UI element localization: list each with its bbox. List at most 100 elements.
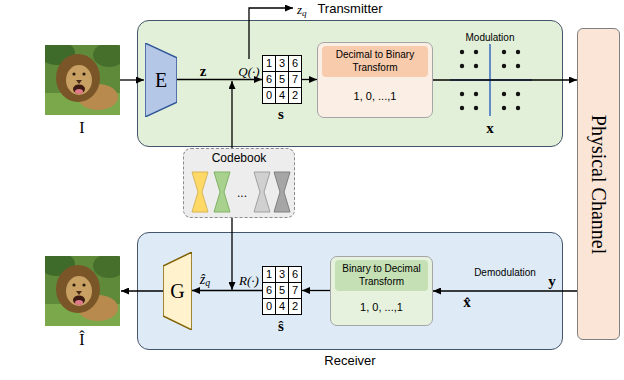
- panel-title: Transmitter: [137, 1, 563, 17]
- input-arrow: [120, 79, 144, 80]
- matrix-cell: 5: [276, 72, 289, 88]
- constellation-point: [474, 106, 478, 110]
- transform-title: Binary to Decimal Transform: [335, 260, 428, 291]
- image-symbol: I: [79, 118, 84, 137]
- flow-connector: [302, 79, 317, 80]
- math-symbol: x: [486, 119, 494, 137]
- matrix-cell: 3: [276, 56, 289, 72]
- matrix-cell: 2: [289, 88, 302, 104]
- codebook-box: Codebook: [183, 148, 295, 218]
- matrix-cell: 7: [289, 283, 302, 299]
- matrix-cell: 0: [263, 88, 276, 104]
- flow-connector: [177, 79, 262, 80]
- constellation-point: [474, 50, 478, 54]
- math-symbol: s: [278, 105, 284, 123]
- matrix-cell: 4: [276, 299, 289, 315]
- symbol-subscript: q: [302, 8, 307, 18]
- matrix-cell: 5: [276, 283, 289, 299]
- matrix-cell: 6: [289, 267, 302, 283]
- transform-title: Decimal to Binary Transform: [322, 46, 428, 77]
- label-slot: x: [486, 119, 494, 137]
- receiver-panel: ReceiverG136657042Binary to Decimal Tran…: [137, 232, 563, 350]
- constellation-point: [460, 50, 464, 54]
- codebook-arrow: [231, 81, 232, 148]
- trapezoid-outline: [145, 43, 177, 117]
- transform-box: Decimal to Binary Transform1, 0, ...,1: [317, 42, 433, 118]
- math-symbol: ẑq: [200, 271, 210, 288]
- matrix-cell: 1: [263, 267, 276, 283]
- constellation-point: [516, 50, 520, 54]
- constellation-point: [474, 92, 478, 96]
- matrix-cell: 6: [263, 72, 276, 88]
- symbol-base: ẑ: [200, 272, 205, 287]
- math-symbol: z: [200, 62, 207, 80]
- channel-box: Physical Channel: [577, 28, 620, 340]
- constellation-point: [460, 92, 464, 96]
- matrix-cell: 4: [276, 88, 289, 104]
- flow-connector: [433, 290, 577, 291]
- matrix-cell: 3: [276, 267, 289, 283]
- symbol-subscript: q: [205, 277, 210, 288]
- codebook-title: Codebook: [212, 151, 267, 166]
- constellation-point: [502, 50, 506, 54]
- constellation-point: [474, 64, 478, 68]
- label-slot: ...: [237, 183, 247, 201]
- index-matrix: 136657042: [262, 266, 302, 315]
- generator-block: G: [163, 252, 192, 330]
- matrix-cell: 6: [263, 283, 276, 299]
- matrix-cell: 7: [289, 72, 302, 88]
- ellipsis: ...: [237, 186, 247, 201]
- label-slot: Modulation: [466, 27, 515, 45]
- symbol-base: z: [297, 2, 302, 17]
- matrix-cell: 2: [289, 299, 302, 315]
- image-symbol: Î: [79, 330, 84, 349]
- block-letter: G: [170, 280, 184, 302]
- constellation-point: [516, 92, 520, 96]
- math-symbol: x̂: [463, 293, 471, 311]
- stage-label: Modulation: [466, 31, 515, 44]
- math-symbol: zq: [297, 2, 307, 18]
- constellation-point: [460, 106, 464, 110]
- math-symbol: y: [548, 272, 556, 290]
- output-image: [39, 252, 125, 326]
- encoder-block: E: [145, 43, 177, 117]
- input-image: [39, 41, 125, 115]
- constellation-point: [460, 64, 464, 68]
- constellation-point: [516, 64, 520, 68]
- output-arrow: [121, 290, 163, 291]
- operator-label: R(·): [239, 273, 259, 289]
- panel-title: Receiver: [137, 353, 563, 369]
- flow-connector: [302, 290, 330, 291]
- panel-outline: [137, 232, 563, 350]
- label-slot: I: [79, 118, 84, 137]
- flow-connector: [192, 290, 262, 291]
- label-slot: s: [278, 105, 284, 123]
- label-slot: ŝ: [278, 317, 284, 335]
- channel-title: Physical Channel: [587, 114, 610, 253]
- label-slot: ẑq: [200, 270, 210, 288]
- constellation-point: [516, 106, 520, 110]
- index-matrix: 136657042: [262, 55, 302, 104]
- label-slot: x̂: [463, 293, 471, 311]
- matrix-cell: 1: [263, 56, 276, 72]
- matrix-cell: 0: [263, 299, 276, 315]
- block-letter: E: [155, 69, 167, 91]
- stage-label: Demodulation: [474, 266, 536, 279]
- label-slot: Q(·): [238, 62, 259, 80]
- codebook-arrow: [231, 218, 232, 290]
- matrix-cell: 6: [289, 56, 302, 72]
- bit-sequence: 1, 0, ...,1: [335, 291, 428, 322]
- constellation-point: [502, 92, 506, 96]
- label-slot: R(·): [239, 271, 259, 289]
- label-slot: y: [548, 272, 556, 290]
- label-slot: z: [200, 62, 207, 80]
- trapezoid-outline: [163, 252, 192, 330]
- math-symbol: ŝ: [278, 317, 284, 335]
- label-slot: zq: [297, 0, 307, 18]
- transform-box: Binary to Decimal Transform1, 0, ...,1: [330, 256, 433, 326]
